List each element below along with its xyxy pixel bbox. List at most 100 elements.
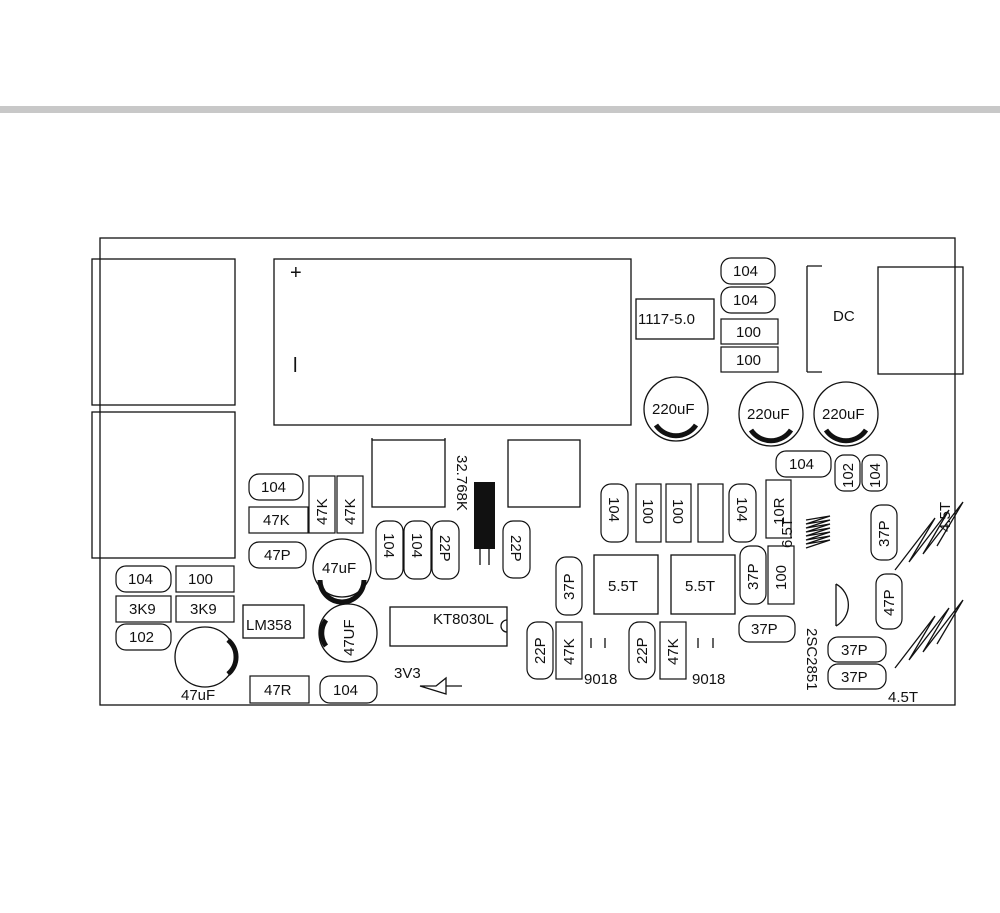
cap-220uf-label-1: 220uF: [652, 401, 695, 418]
cap-104-label-4: 104: [867, 463, 884, 488]
cap-37p-pad-2: [739, 545, 767, 605]
cap-104-pad-5: [248, 473, 304, 501]
crystal-pins: [479, 549, 490, 565]
ic-kt8030l-outline: [389, 606, 508, 647]
crystal-label: 32.768K: [453, 455, 470, 511]
inductor-box-left: [371, 439, 446, 508]
cap-37p-label-5: 37P: [841, 642, 868, 659]
cap-100-label-3: 100: [188, 571, 213, 588]
cap-104-pad-7: [403, 520, 432, 580]
cap-37p-pad-3: [738, 615, 796, 643]
coil-6-5t: [805, 515, 831, 549]
coil-5-5t-label-2: 5.5T: [685, 578, 715, 595]
cap-47uf-3: [174, 626, 236, 688]
regulator-footprint: [635, 298, 715, 340]
res-47k-label-2: 47K: [314, 498, 331, 525]
cap-37p-pad-4: [870, 504, 898, 561]
transistor-2sc2851-label: 2SC2851: [803, 628, 820, 691]
dc-jack-outline: [806, 265, 822, 373]
cap-104-pad-1: [720, 257, 776, 285]
inductor-box-right: [507, 439, 581, 508]
cap-104-label-2: 104: [733, 292, 758, 309]
res-10r-label: 10R: [771, 497, 788, 525]
inductor-left-pins: [371, 438, 446, 440]
res-47k-label-4: 47K: [561, 638, 578, 665]
cap-47uf-label-3: 47uF: [181, 687, 215, 704]
res-3k9-label-1: 3K9: [129, 601, 156, 618]
cap-104-pad-6: [375, 520, 404, 580]
coil-box-1: [593, 554, 659, 615]
res-47k-pad-1: [248, 506, 309, 534]
zener-label: 3V3: [394, 665, 421, 682]
res-47r-pad: [249, 675, 310, 704]
transistor-9018-left-mark: [590, 638, 606, 648]
transistor-9018-right-mark: [697, 638, 714, 648]
kt8030l-label: KT8030L: [433, 611, 494, 628]
lm358-label: LM358: [246, 617, 292, 634]
cap-37p-pad-5: [827, 636, 887, 663]
res-47k-pad-4: [555, 621, 583, 680]
cap-104-pad-10: [115, 565, 172, 593]
res-47k-label-1: 47K: [263, 512, 290, 529]
cap-220uf-label-2: 220uF: [747, 406, 790, 423]
transistor-2sc2851-outline: [835, 583, 849, 627]
res-47k-pad-3: [336, 475, 364, 534]
cap-104-label-5: 104: [261, 479, 286, 496]
res-100-pad-4: [665, 483, 692, 543]
cap-22p-pad-1: [431, 520, 460, 580]
cap-102-pad-1: [834, 454, 861, 492]
cap-220uf-label-3: 220uF: [822, 406, 865, 423]
cap-37p-label-2: 37P: [745, 563, 762, 590]
cap-104-label-9: 104: [733, 497, 750, 522]
res-47k-label-5: 47K: [665, 638, 682, 665]
battery-plus-label: +: [290, 262, 302, 284]
cap-104-label-3: 104: [789, 456, 814, 473]
cap-220uf-1: [643, 376, 709, 442]
res-100-pad-2: [720, 346, 779, 373]
cap-220uf-1-band: [653, 423, 699, 439]
res-100-pad-7: [767, 545, 795, 605]
cap-47p-pad-2: [875, 573, 903, 630]
cap-37p-label-1: 37P: [561, 573, 578, 600]
cap-100-label-2: 100: [669, 499, 686, 524]
cap-22p-pad-3: [526, 621, 554, 680]
cap-47uf-2-band: [319, 618, 329, 648]
res-3k9-pad-1: [115, 595, 172, 623]
cap-37p-label-4: 37P: [876, 520, 893, 547]
cap-47uf-1: [312, 538, 372, 598]
zener-diode-symbol: [419, 676, 462, 695]
cap-104-pad-8: [600, 483, 629, 543]
cap-104-pad-3: [775, 450, 832, 478]
cap-47uf-label-2: 47UF: [341, 619, 358, 656]
res-100-pad-1: [720, 318, 779, 345]
coil-4-5t-label-2: 4.5T: [888, 689, 918, 706]
cap-104-pad-9: [728, 483, 757, 543]
res-3k9-label-2: 3K9: [190, 601, 217, 618]
terminal-block-upper: [91, 258, 236, 406]
cap-22p-pad-2: [502, 520, 531, 579]
res-100-label-2: 100: [736, 352, 761, 369]
cap-104-label-10: 104: [128, 571, 153, 588]
coil-4-5t-label-1: 4.5T: [937, 502, 954, 532]
res-100-pad-3: [635, 483, 662, 543]
cap-37p-label-3: 37P: [751, 621, 778, 638]
cap-100-label-1: 100: [639, 499, 656, 524]
res-100-label-1: 100: [736, 324, 761, 341]
cap-104-label-6: 104: [380, 533, 397, 558]
top-divider-bar: [0, 106, 1000, 113]
cap-47p-label-2: 47P: [881, 589, 898, 616]
cap-47p-label-1: 47P: [264, 547, 291, 564]
res-47r-label: 47R: [264, 682, 292, 699]
board-outline: [99, 237, 956, 706]
cap-220uf-2-band: [748, 428, 794, 444]
res-3k9-pad-2: [175, 595, 235, 623]
cap-104-label-1: 104: [733, 263, 758, 280]
cap-47uf-label-1: 47uF: [322, 560, 356, 577]
cap-102-label-2: 102: [129, 629, 154, 646]
cap-104-label-7: 104: [408, 533, 425, 558]
cap-104-pad-4: [861, 454, 888, 492]
battery-holder: [273, 258, 632, 426]
battery-minus-label: l: [293, 355, 297, 377]
cap-47uf-2: [318, 603, 378, 663]
